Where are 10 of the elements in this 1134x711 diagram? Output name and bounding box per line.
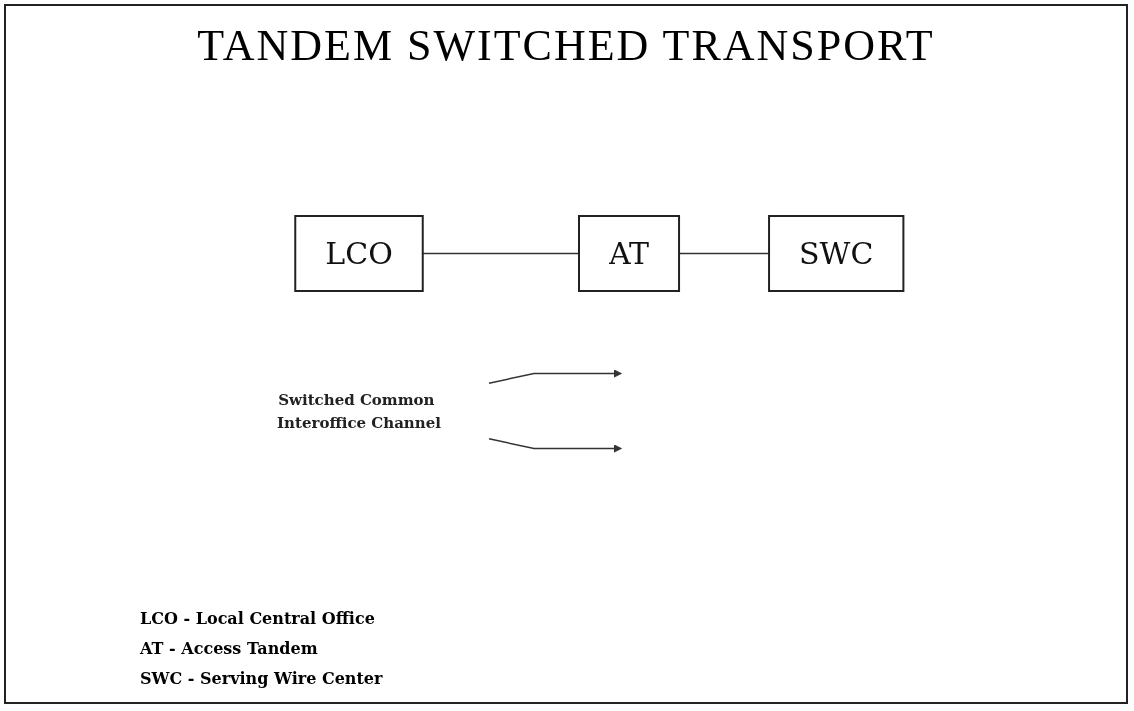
leader-arrow <box>488 369 622 384</box>
callout-text: Switched Common Interoffice Channel <box>276 390 441 431</box>
legend-text: SWC - Serving Wire Center <box>140 668 383 690</box>
legend-text: AT - Access Tandem <box>140 638 318 660</box>
switch-box: LCO <box>294 215 424 292</box>
switch-box: SWC <box>767 215 905 292</box>
switch-box: AT <box>577 215 680 292</box>
legend-text: LCO - Local Central Office <box>140 608 375 630</box>
leader-arrow <box>488 438 622 453</box>
diagram-title: TANDEM SWITCHED TRANSPORT <box>197 20 935 71</box>
